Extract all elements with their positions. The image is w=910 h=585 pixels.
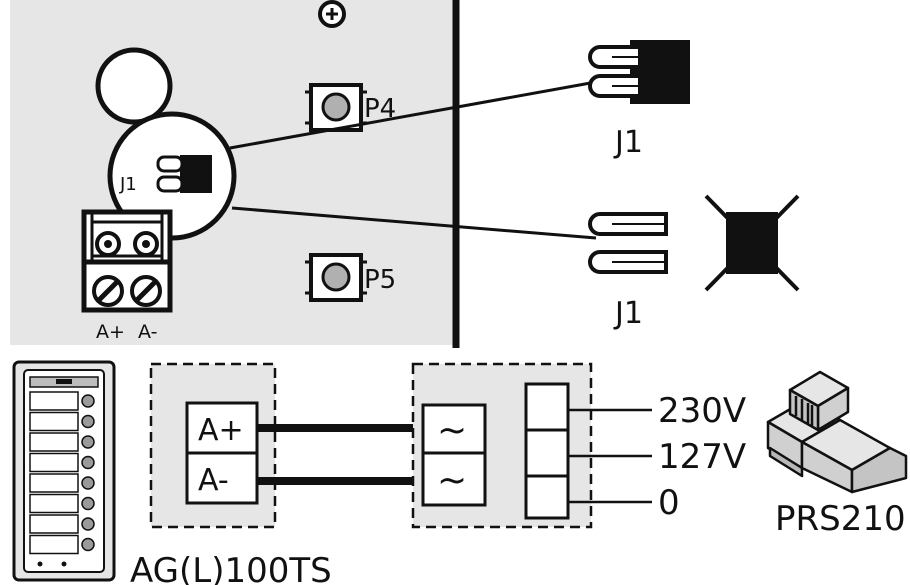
input-terminal-127v: [524, 428, 570, 478]
call-button-icon: [81, 455, 95, 470]
wiring-a-plus-label: A+: [198, 413, 244, 448]
terminal-a-minus-box: [185, 451, 259, 505]
j1-small-connector: [156, 155, 212, 193]
input-terminal-230v: [524, 382, 570, 432]
call-button-icon: [81, 394, 95, 408]
name-plate: [29, 391, 79, 411]
voltage-127v-label: 127V: [658, 437, 746, 477]
name-plate: [29, 452, 79, 473]
door-panel-device: [12, 360, 116, 582]
terminal-a-plus-label: A+: [96, 321, 125, 343]
p5-button: [305, 253, 367, 302]
p5-label: P5: [364, 265, 396, 295]
ac-output-box-1: [421, 403, 487, 455]
ac-symbol-2: ~: [437, 460, 467, 501]
call-button-icon: [81, 496, 95, 511]
j1-bottom-label: J1: [613, 296, 643, 331]
name-plate: [29, 514, 79, 534]
name-plate: [29, 432, 79, 452]
voltage-0v-label: 0: [658, 483, 680, 523]
p4-button: [305, 83, 367, 132]
call-button-icon: [81, 414, 95, 429]
leader-line-bottom: [231, 206, 597, 240]
ac-output-box-2: [421, 451, 487, 507]
name-plate: [29, 534, 79, 555]
screw-icon: [318, 0, 346, 28]
call-button-icon: [81, 537, 95, 552]
buzzer-circle: [95, 47, 173, 125]
name-plate: [29, 493, 79, 514]
name-plate: [29, 473, 79, 493]
j1-small-label: J1: [119, 174, 137, 195]
ac-symbol-1: ~: [437, 410, 467, 451]
jumper-closed: [588, 40, 690, 104]
power-supply-device-icon: [766, 370, 908, 494]
terminal-a-minus-label: A-: [138, 321, 157, 343]
door-panel-label: AG(L)100TS: [130, 551, 332, 585]
voltage-230v-label: 230V: [658, 391, 746, 431]
j1-top-label: J1: [613, 125, 643, 160]
call-button-icon: [81, 435, 95, 449]
terminal-block: [81, 209, 173, 313]
wiring-a-minus-label: A-: [198, 463, 229, 498]
name-plate: [29, 411, 79, 432]
call-button-icon: [81, 476, 95, 490]
input-terminal-0v: [524, 474, 570, 520]
call-button-icon: [81, 517, 95, 531]
leader-line-top: [229, 80, 597, 150]
removed-jumper-cap-icon: [704, 194, 800, 292]
power-supply-label: PRS210: [775, 499, 906, 539]
jumper-open: [588, 212, 668, 274]
